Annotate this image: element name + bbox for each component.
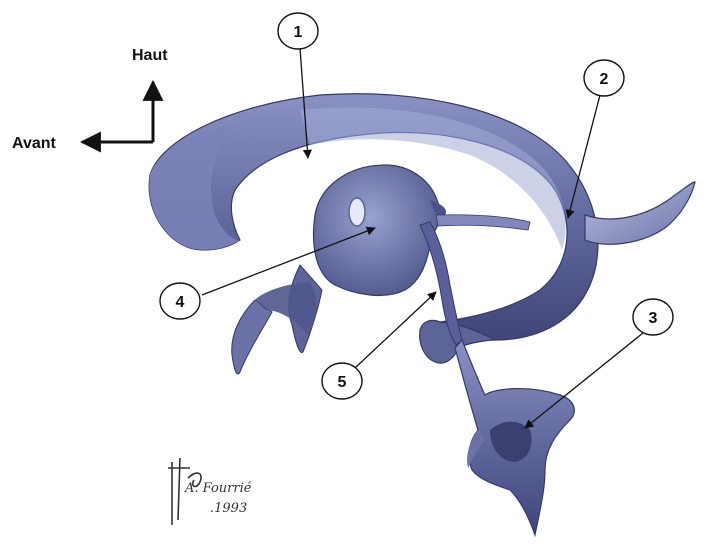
callout-3: 3	[633, 299, 673, 335]
signature-year: .1993	[210, 501, 247, 516]
optic-recess	[232, 300, 272, 374]
up-label: Haut	[132, 47, 168, 64]
callout-line-3	[525, 333, 643, 428]
callout-label: 5	[338, 374, 347, 391]
interthalamic-adhesion	[349, 198, 365, 226]
front-label: Avant	[12, 135, 57, 152]
callout-4: 4	[160, 283, 200, 319]
callout-2: 2	[584, 60, 624, 96]
interventricular-band	[436, 215, 530, 230]
callout-1: 1	[278, 13, 318, 49]
callout-5: 5	[322, 363, 362, 399]
callout-label: 4	[176, 294, 185, 311]
orientation-indicator: Haut Avant	[12, 47, 168, 152]
third-ventricle-body	[314, 165, 440, 295]
third-ventricle	[232, 165, 446, 374]
callout-label: 1	[294, 24, 303, 41]
artist-signature: A. Fourrié .1993	[168, 458, 252, 525]
fourth-ventricle	[455, 340, 574, 535]
third-ventricle-lower-lobe	[255, 282, 317, 335]
signature-name: A. Fourrié	[184, 481, 252, 496]
callout-label: 2	[600, 71, 609, 88]
occipital-horn	[585, 182, 695, 244]
callout-label: 3	[649, 310, 658, 327]
